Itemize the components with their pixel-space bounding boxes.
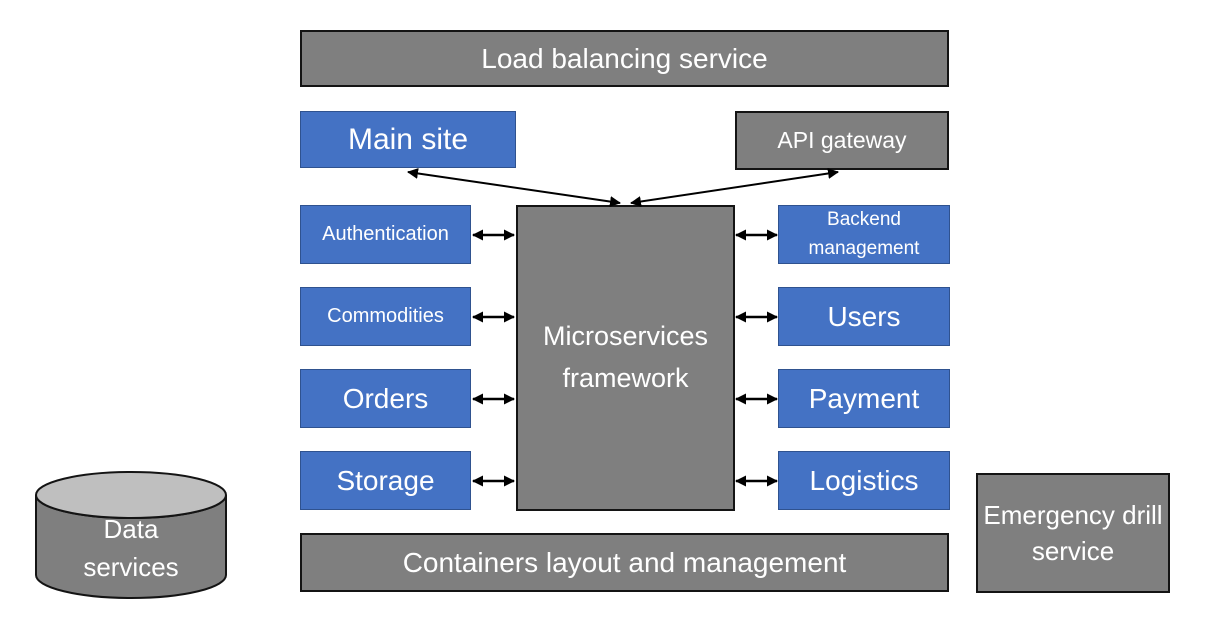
node-load-balancing-service: Load balancing service — [300, 30, 949, 87]
node-users: Users — [778, 287, 950, 346]
node-data-services-label: Data services — [83, 514, 179, 582]
database-cylinder-icon — [35, 471, 227, 599]
node-storage: Storage — [300, 451, 471, 510]
node-orders: Orders — [300, 369, 471, 428]
node-api-gateway: API gateway — [735, 111, 949, 170]
node-main-site: Main site — [300, 111, 516, 168]
node-logistics: Logistics — [778, 451, 950, 510]
node-authentication: Authentication — [300, 205, 471, 264]
node-containers-layout-management: Containers layout and management — [300, 533, 949, 592]
arrow-mainsite-framework — [407, 168, 621, 207]
node-data-services-cylinder: Data services — [34, 470, 228, 600]
cylinder-top — [35, 471, 227, 519]
node-backend-management: Backend management — [778, 205, 950, 264]
node-payment: Payment — [778, 369, 950, 428]
node-commodities: Commodities — [300, 287, 471, 346]
arrow-apigateway-framework — [630, 168, 839, 207]
node-microservices-framework: Microservices framework — [516, 205, 735, 511]
node-emergency-drill-service: Emergency drill service — [976, 473, 1170, 593]
